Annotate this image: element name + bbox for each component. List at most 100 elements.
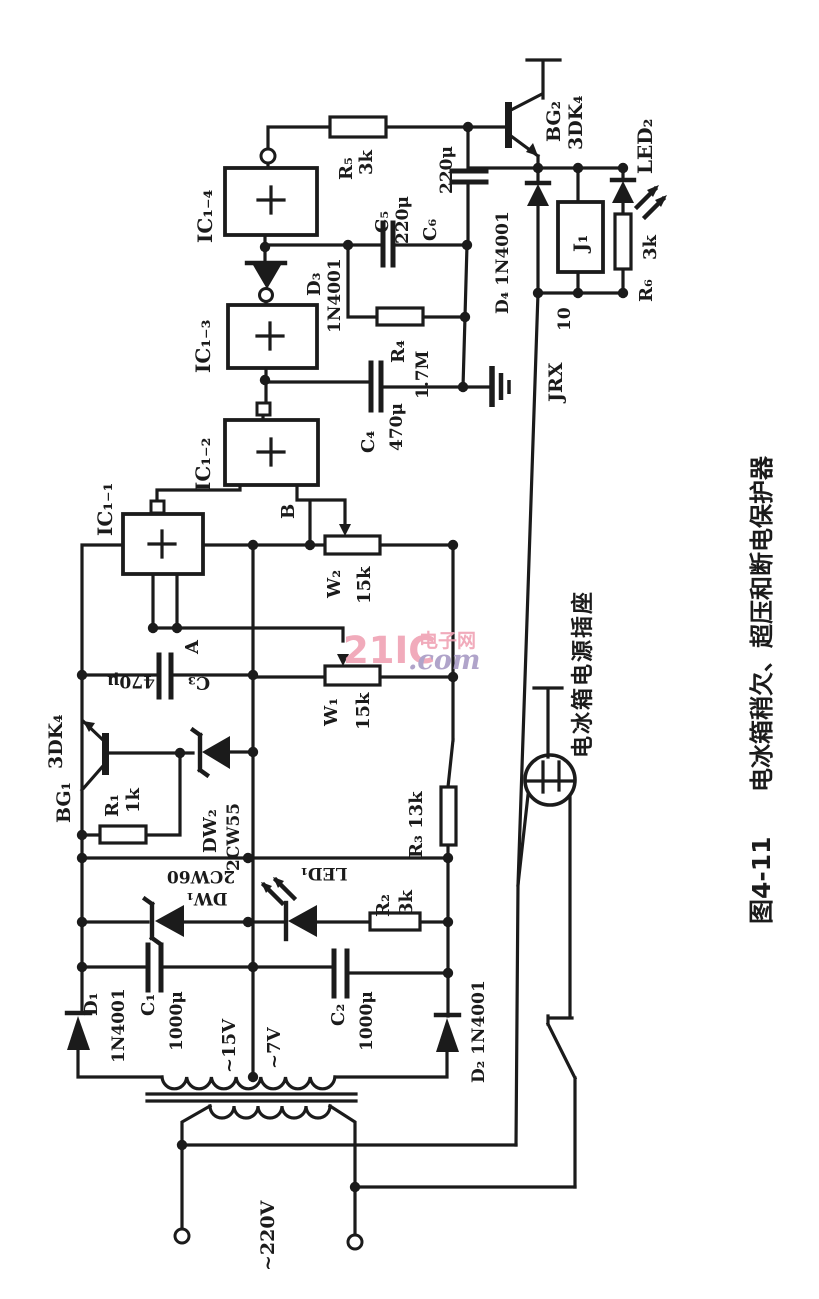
label-r6: R₆	[636, 279, 657, 302]
label-c4-value: 470μ	[387, 403, 407, 451]
label-bg2-model: 3DK₄	[565, 95, 587, 150]
capacitor-C1	[145, 942, 164, 993]
label-c1-value: 1000μ	[167, 991, 187, 1051]
label-c6: C₆	[420, 219, 441, 241]
emitter-arrow	[83, 721, 95, 732]
resistor-R5	[328, 115, 388, 139]
figure-caption: 图4-11 电冰箱稍欠、超压和断电保护器	[747, 455, 776, 924]
label-v7: ~7V	[264, 1026, 285, 1069]
socket-symbol	[516, 686, 577, 1018]
relay-contact-switch	[545, 1014, 578, 1189]
label-r5: R₅	[336, 157, 357, 180]
label-c5-value: 220μ	[393, 196, 413, 244]
label-v220: ~220V	[257, 1199, 279, 1271]
label-dw2-value: 2CW55	[224, 803, 244, 871]
wiper-arrow	[339, 524, 351, 536]
watermark-brand: 21IC	[343, 629, 435, 672]
label-w1-value: 15k	[353, 692, 374, 730]
caption-title: 电冰箱稍欠、超压和断电保护器	[748, 455, 776, 792]
label-r2-value: 3k	[396, 889, 417, 915]
core	[145, 1092, 358, 1103]
label-c3-value: 470μ	[107, 671, 155, 691]
label-r5-value: 3k	[356, 149, 377, 175]
label-r3: R₃ 13k	[406, 791, 427, 858]
opamp-IC1-4	[223, 147, 319, 237]
capacitor-C6	[449, 168, 489, 185]
capacitor-C5	[380, 220, 396, 268]
opamp-IC1-2	[223, 401, 320, 487]
zener-DW1	[141, 895, 184, 947]
mains-terminal-left	[173, 1227, 191, 1245]
component-labels: BG₂ 3DK₄ LED₂ R₅ 3k C₅ 220μ C₆ 220μ D₄ 1…	[45, 95, 661, 1271]
label-d4: D₄ 1N4001	[493, 211, 513, 314]
label-jrx-value: 10	[555, 307, 575, 331]
opamp-IC1-1	[121, 499, 205, 576]
label-ic1-4: IC₁₋₄	[193, 189, 217, 243]
label-d3: D₃	[304, 272, 325, 296]
label-r1-value: 1k	[123, 787, 144, 813]
resistor-R6	[613, 212, 633, 271]
resistor-R1	[98, 824, 148, 845]
primary-winding	[208, 1104, 332, 1120]
label-c1: C₁	[138, 994, 159, 1016]
label-c4: C₄	[358, 431, 379, 453]
led-LED2	[609, 177, 667, 221]
label-w2-value: 15k	[354, 566, 375, 604]
transistor-BG1	[83, 721, 109, 775]
label-bg2: BG₂	[543, 101, 565, 142]
diode-D2	[433, 1012, 462, 1052]
label-r4-value: 1.7M	[413, 350, 433, 399]
wiper-arrow	[337, 654, 349, 666]
resistor-R3	[439, 785, 458, 847]
label-w2: W₂	[324, 570, 345, 599]
watermark-domain: .com	[408, 645, 480, 676]
opamp-IC1-3	[226, 303, 319, 370]
transformer	[145, 1075, 358, 1187]
diode-D1	[64, 1010, 93, 1050]
switch-blade	[545, 1021, 578, 1189]
capacitor-C2	[331, 948, 350, 999]
label-j1: J₁	[570, 235, 592, 254]
zener-DW2	[189, 726, 230, 779]
secondary-winding	[160, 1075, 337, 1091]
label-c2-value: 1000μ	[357, 991, 377, 1051]
capacitor-C4	[368, 360, 384, 413]
potentiometer-W2	[323, 524, 382, 556]
emitter-arrow	[526, 143, 538, 156]
capacitor-C3	[156, 652, 174, 700]
watermark-site-name: 电子网	[419, 629, 476, 652]
diode-D3	[244, 260, 288, 303]
label-bg1-model: 3DK₄	[45, 714, 67, 769]
label-c6-value: 220μ	[437, 146, 457, 194]
relay-coil-J1	[556, 200, 605, 274]
label-d3-value: 1N4001	[325, 258, 345, 333]
label-socket: 电冰箱电源插座	[570, 590, 596, 758]
label-led1: LED₁	[300, 863, 347, 883]
label-v15: ~15V	[219, 1018, 240, 1073]
label-d1: D₁	[81, 993, 102, 1017]
diode-D4	[524, 180, 552, 206]
label-c2: C₂	[328, 1004, 349, 1026]
label-node-b: B	[278, 504, 299, 519]
label-dw1: DW₁	[186, 888, 227, 908]
ground-symbol	[489, 366, 511, 407]
label-ic1-2: IC₁₋₂	[191, 438, 215, 491]
label-jrx: JRX	[545, 362, 567, 404]
caption-number: 图4-11	[747, 836, 776, 924]
label-node-a: A	[182, 639, 203, 655]
relay-output-long-wire	[514, 291, 540, 1147]
label-r2: R₂	[373, 894, 394, 917]
resistor-R2	[368, 911, 422, 932]
label-d1-value: 1N4001	[109, 988, 129, 1063]
label-w1: W₁	[321, 698, 342, 727]
transistor-BG2	[505, 91, 545, 170]
potentiometer-W1	[323, 654, 382, 687]
label-r4: R₄	[388, 340, 409, 363]
label-dw2: DW₂	[200, 809, 221, 853]
label-ic1-3: IC₁₋₃	[191, 320, 215, 373]
watermark: 21IC 电子网 .com	[343, 629, 480, 676]
label-led2: LED₂	[633, 119, 657, 174]
label-d2: D₂ 1N4001	[469, 980, 489, 1083]
